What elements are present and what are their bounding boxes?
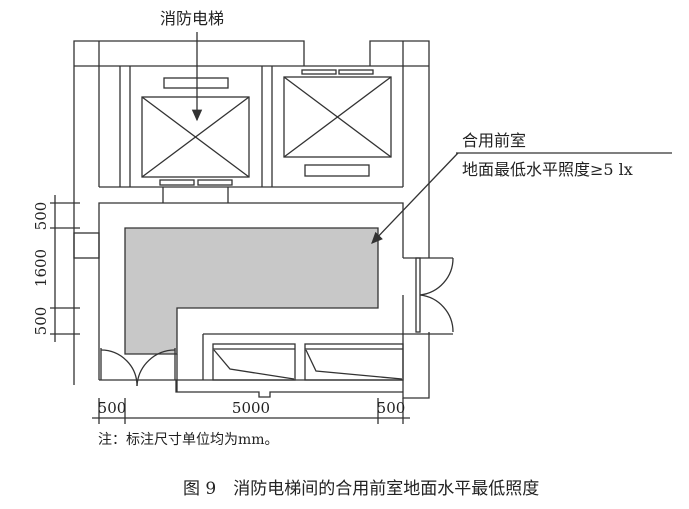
dim-label: 1600 <box>32 249 50 287</box>
illuminated-floor-area <box>124 227 379 355</box>
illuminance-label: 地面最低水平照度≥5 lx <box>462 160 633 179</box>
dim-label: 500 <box>32 307 50 336</box>
dim-label: 500 <box>377 399 406 417</box>
fire-elevator-car <box>141 96 250 178</box>
horizontal-dimensions: 500 5000 500 <box>92 398 410 424</box>
elevator-car <box>283 76 392 158</box>
elevator-shaft-block <box>73 40 430 258</box>
elevator-label: 消防电梯 <box>160 9 224 28</box>
lobby-label: 合用前室 <box>462 131 526 150</box>
dim-label: 5000 <box>232 399 270 417</box>
note: 注：标注尺寸单位均为mm。 <box>98 432 279 448</box>
right-double-door <box>403 257 454 333</box>
vertical-dimensions: 500 1600 500 <box>32 195 80 342</box>
shared-lobby <box>73 187 454 399</box>
left-double-door <box>100 348 176 387</box>
lobby-arrow <box>371 152 459 244</box>
dim-label: 500 <box>98 399 127 417</box>
figure-caption: 图 9 消防电梯间的合用前室地面水平最低照度 <box>183 479 539 499</box>
dim-label: 500 <box>32 202 50 231</box>
